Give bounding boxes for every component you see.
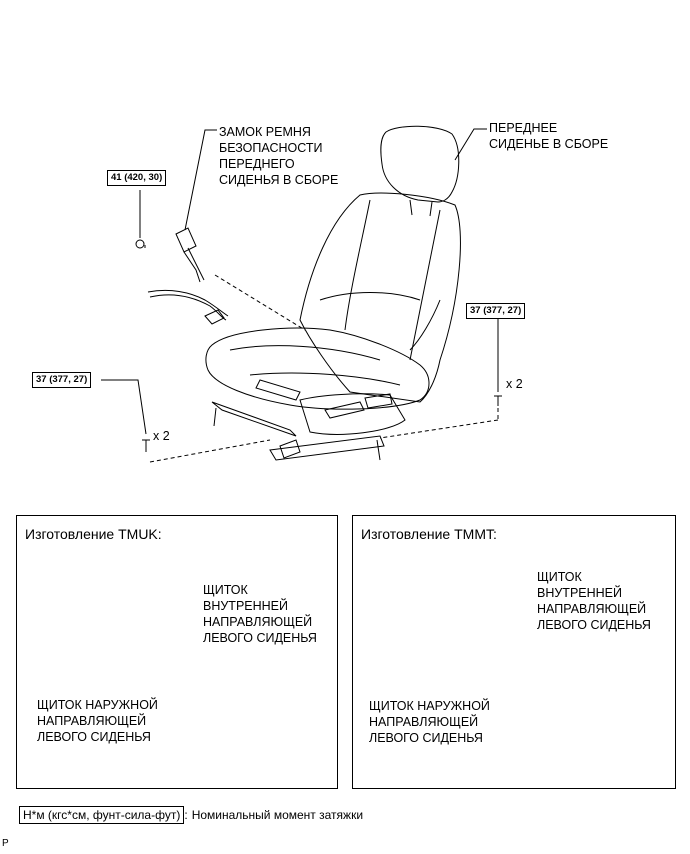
torque-legend: Н*м (кгс*см, фунт-сила-фут) : Номинальны… [19,806,363,824]
seat-side-trim [299,393,406,435]
belt-buckle [175,227,197,253]
headrest [380,125,460,203]
seat-cushion [205,327,430,410]
seat-rail-left [211,401,297,437]
seat-leader-line [454,128,487,161]
seat-rail-front [269,435,385,461]
legend-separator: : [184,808,188,822]
torque-box-belt: 41 (420, 30) [107,170,167,186]
tmuk-outer-label: ЩИТОК НАРУЖНОЙ НАПРАВЛЯЮЩЕЙ ЛЕВОГО СИДЕН… [37,698,158,744]
torque-box-right: 37 (377, 27) [466,303,526,319]
left-torque-leader [101,379,147,435]
tmmt-inner-label: ЩИТОК ВНУТРЕННЕЙ НАПРАВЛЯЮЩЕЙ ЛЕВОГО СИД… [537,570,651,632]
belt-leader-line [184,129,217,231]
legend-description: Номинальный момент затяжки [191,808,364,822]
quantity-right: x 2 [506,377,523,391]
belt-buckle-label: ЗАМОК РЕМНЯ БЕЗОПАСНОСТИ ПЕРЕДНЕГО СИДЕН… [219,125,339,187]
front-seat-label: ПЕРЕДНЕЕ СИДЕНЬЕ В СБОРЕ [489,121,609,151]
panel-tmuk: Изготовление TMUK: [16,515,338,789]
panel-tmmt: Изготовление TMMT: [352,515,676,789]
footer-code: P [2,838,9,849]
legend-unit-box: Н*м (кгс*см, фунт-сила-фут) [19,806,185,824]
tmuk-inner-label: ЩИТОК ВНУТРЕННЕЙ НАПРАВЛЯЮЩЕЙ ЛЕВОГО СИД… [203,583,317,645]
belt-bolt [135,239,145,249]
torque-box-left: 37 (377, 27) [32,372,92,388]
tmmt-outer-label: ЩИТОК НАРУЖНОЙ НАПРАВЛЯЮЩЕЙ ЛЕВОГО СИДЕН… [369,699,490,745]
panel-tmmt-title: Изготовление TMMT: [361,526,497,542]
left-bolt [142,439,150,452]
panel-tmuk-title: Изготовление TMUK: [25,526,162,542]
quantity-left: x 2 [153,429,170,443]
right-bolt [494,395,502,406]
seat-back [299,192,461,403]
